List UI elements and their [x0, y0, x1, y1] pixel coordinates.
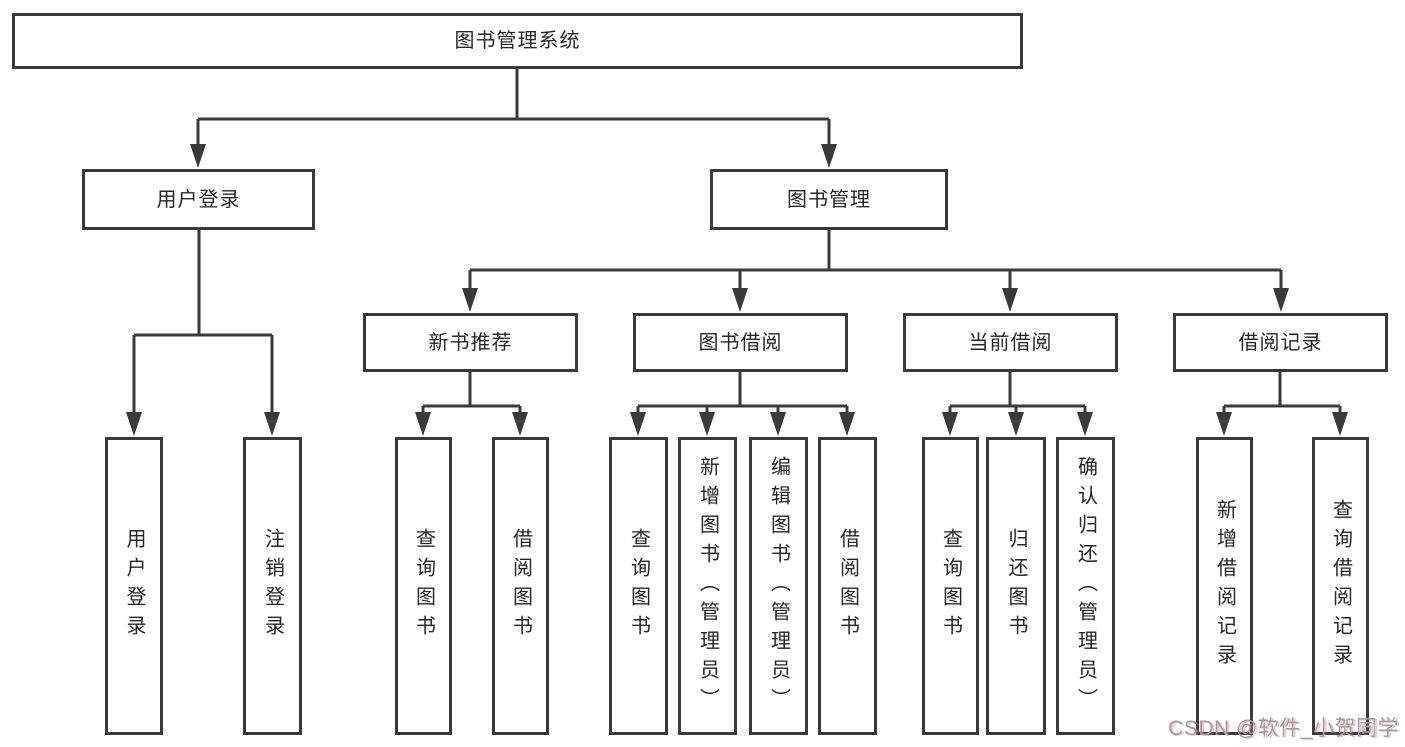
- leaf-return-book: 归还图书: [986, 437, 1046, 735]
- leaf-logout: 注销登录: [243, 437, 302, 735]
- node-current-borrow: 当前借阅: [903, 313, 1118, 372]
- csdn-watermark: CSDN @软件_小贺同学: [1168, 717, 1399, 740]
- node-new-book-recommend: 新书推荐: [363, 313, 578, 372]
- node-library-management-system: 图书管理系统: [12, 13, 1023, 69]
- leaf-query-book-recommend: 查询图书: [395, 437, 452, 735]
- leaf-query-book-current: 查询图书: [922, 437, 979, 735]
- leaf-confirm-return-admin: 确认归还（管理员）: [1056, 437, 1115, 735]
- leaf-add-book-admin: 新增图书（管理员）: [678, 437, 737, 735]
- leaf-query-book-borrow: 查询图书: [609, 437, 668, 735]
- leaf-borrow-book-recommend: 借阅图书: [492, 437, 549, 735]
- leaf-edit-book-admin: 编辑图书（管理员）: [749, 437, 808, 735]
- node-borrow-records: 借阅记录: [1173, 313, 1388, 372]
- leaf-query-borrow-record: 查询借阅记录: [1312, 437, 1369, 735]
- leaf-borrow-book: 借阅图书: [818, 437, 877, 735]
- leaf-user-login: 用户登录: [105, 437, 163, 735]
- node-user-login: 用户登录: [82, 169, 315, 230]
- node-book-borrow: 图书借阅: [633, 313, 848, 372]
- leaf-add-borrow-record: 新增借阅记录: [1196, 437, 1253, 735]
- node-book-management: 图书管理: [710, 169, 948, 230]
